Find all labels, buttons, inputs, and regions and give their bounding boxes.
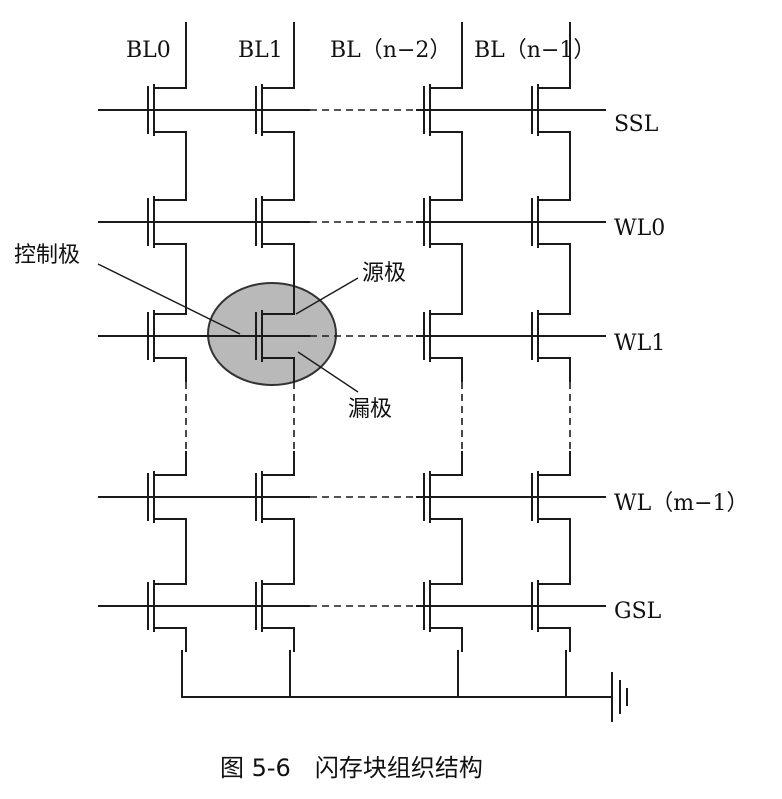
source-3-3 [538,518,571,543]
drain-3-3 [538,451,571,476]
drain-0-2 [154,290,187,315]
drain-1-4 [262,560,295,585]
drain-0-4 [154,560,187,585]
drain-0-1 [154,176,187,201]
drain-2-4 [430,560,463,585]
drain-2-3 [430,451,463,476]
drain-3-0 [538,64,571,89]
source-3-1 [538,243,571,268]
drain-3-4 [538,560,571,585]
leader-source [295,277,359,315]
callout-control-gate: 控制极 [14,243,80,268]
source-0-4 [154,627,187,652]
drain-1-0 [262,64,295,89]
drain-1-3 [262,451,295,476]
drain-2-0 [430,64,463,89]
drain-2-2 [430,290,463,315]
source-3-0 [538,131,571,156]
bitline-label-1: BL1 [238,38,283,63]
source-2-2 [430,357,463,382]
leader-control-gate [97,263,241,335]
source-2-4 [430,627,463,652]
source-1-2 [262,357,295,382]
source-2-1 [430,243,463,268]
source-2-0 [430,131,463,156]
common-source-line [181,650,612,698]
bitline-label-2: BL（n−2） [330,38,451,63]
source-3-4 [538,627,571,652]
drain-1-1 [262,176,295,201]
source-0-2 [154,357,187,382]
bitline-label-0: BL0 [126,38,171,63]
row-label-wl1: WL1 [614,331,665,356]
source-0-3 [154,518,187,543]
source-1-4 [262,627,295,652]
row-label-ssl: SSL [614,112,659,137]
source-2-3 [430,518,463,543]
drain-1-2 [262,290,295,315]
row-label-gsl: GSL [614,599,662,624]
callout-drain: 漏极 [348,397,392,422]
highlighted-cell [207,282,337,386]
row-label-wl0: WL0 [614,216,665,241]
bitline-label-3: BL（n−1） [474,38,595,63]
drain-2-1 [430,176,463,201]
figure-caption: 图 5-6 闪存块组织结构 [220,754,483,782]
row-label-wlm1: WL（m−1） [614,491,749,516]
drain-0-3 [154,451,187,476]
source-1-3 [262,518,295,543]
ground-icon [611,672,628,722]
nand-strings [98,22,606,652]
callout-source: 源极 [362,261,406,286]
source-3-2 [538,357,571,382]
source-1-1 [262,243,295,268]
drain-3-1 [538,176,571,201]
source-0-0 [154,131,187,156]
leader-drain [297,351,359,393]
drain-0-0 [154,64,187,89]
drain-3-2 [538,290,571,315]
source-0-1 [154,243,187,268]
source-1-0 [262,131,295,156]
